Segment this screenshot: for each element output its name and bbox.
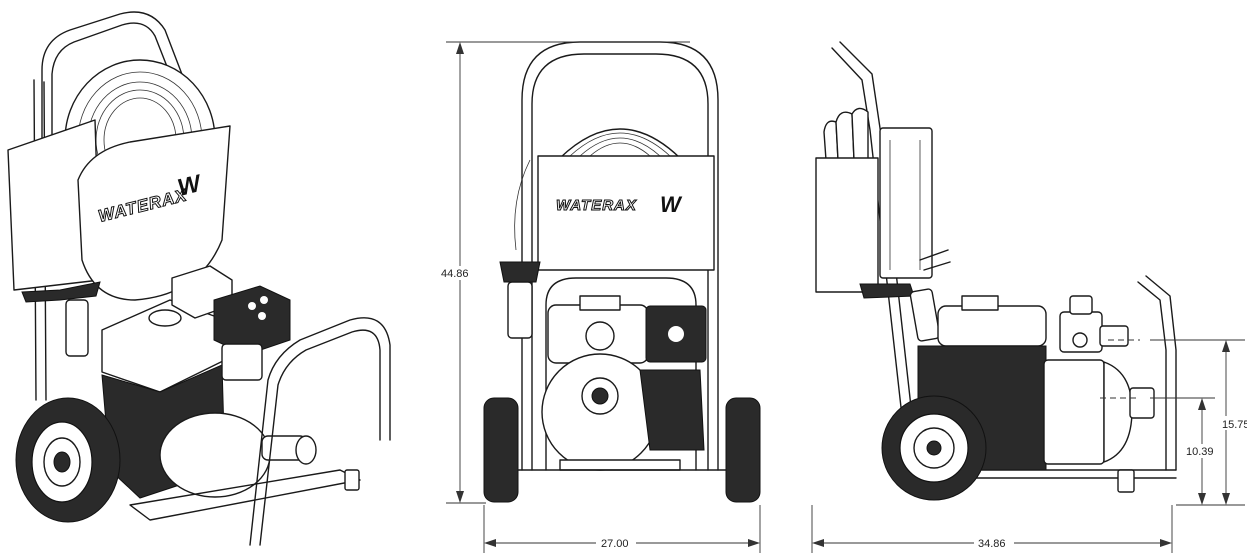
front-logo-text: WATERAX (556, 197, 637, 214)
height-dimension-label: 44.86 (441, 268, 469, 280)
side-pump (1043, 359, 1105, 465)
front-nozzle (499, 261, 541, 283)
front-shield (537, 155, 715, 271)
outlet-height-dimension-label: 15.75 (1222, 419, 1247, 431)
side-view (815, 41, 1177, 501)
isometric-nozzle (21, 281, 101, 303)
side-engine (937, 305, 1047, 347)
side-dimensions: 34.86 15.75 10.39 (811, 339, 1247, 553)
isometric-air-filter (213, 285, 291, 356)
side-nozzle (859, 283, 915, 299)
inlet-height-dimension-label: 10.39 (1186, 446, 1214, 458)
front-view: WATERAX W (483, 41, 761, 503)
front-width-dimension-label: 27.00 (601, 538, 629, 550)
front-wheel-left (483, 397, 519, 503)
side-length-dimension-label: 34.86 (978, 538, 1006, 550)
front-logo-mark: W (660, 192, 683, 217)
side-shield (815, 157, 879, 293)
front-dimensions: 44.86 27.00 (440, 41, 761, 553)
front-hose-reel (559, 128, 681, 159)
isometric-view: WATERAX W (7, 11, 391, 546)
side-reel (879, 127, 933, 279)
front-wheel-right (725, 397, 761, 503)
